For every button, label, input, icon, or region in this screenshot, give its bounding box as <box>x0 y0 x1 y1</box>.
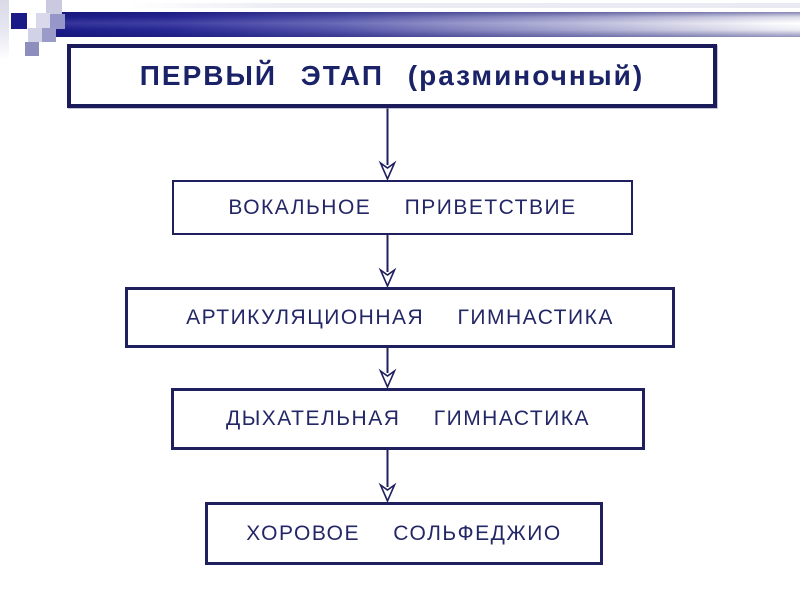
down-arrow-icon <box>378 235 397 287</box>
decor-square <box>25 42 39 56</box>
decor-left-strip <box>0 0 9 60</box>
down-arrow-icon <box>378 348 397 388</box>
decor-square <box>36 13 51 28</box>
header-accent-strip <box>130 3 800 8</box>
decor-square <box>28 28 42 42</box>
flowchart-step-label: АРТИКУЛЯЦИОННАЯ ГИМНАСТИКА <box>186 305 614 329</box>
decor-square <box>46 0 62 14</box>
flowchart-step-box: ХОРОВОЕ СОЛЬФЕДЖИО <box>205 502 603 565</box>
flowchart-step-box: ВОКАЛЬНОЕ ПРИВЕТСТВИЕ <box>172 180 633 235</box>
flowchart-step-label: ВОКАЛЬНОЕ ПРИВЕТСТВИЕ <box>228 195 577 219</box>
flowchart-title-box: ПЕРВЫЙ ЭТАП (разминочный) <box>67 44 717 108</box>
flowchart-step-box: АРТИКУЛЯЦИОННАЯ ГИМНАСТИКА <box>125 287 675 348</box>
decor-square <box>50 14 65 29</box>
decor-square <box>42 28 56 42</box>
down-arrow-icon <box>378 108 397 180</box>
flowchart-step-label: ХОРОВОЕ СОЛЬФЕДЖИО <box>246 521 562 545</box>
decor-square <box>11 13 27 29</box>
flowchart-step-box: ДЫХАТЕЛЬНАЯ ГИМНАСТИКА <box>171 388 645 450</box>
header-gradient-bar <box>56 12 800 37</box>
down-arrow-icon <box>378 450 397 502</box>
flowchart-step-label: ДЫХАТЕЛЬНАЯ ГИМНАСТИКА <box>225 407 591 430</box>
flowchart-title: ПЕРВЫЙ ЭТАП (разминочный) <box>139 60 645 91</box>
